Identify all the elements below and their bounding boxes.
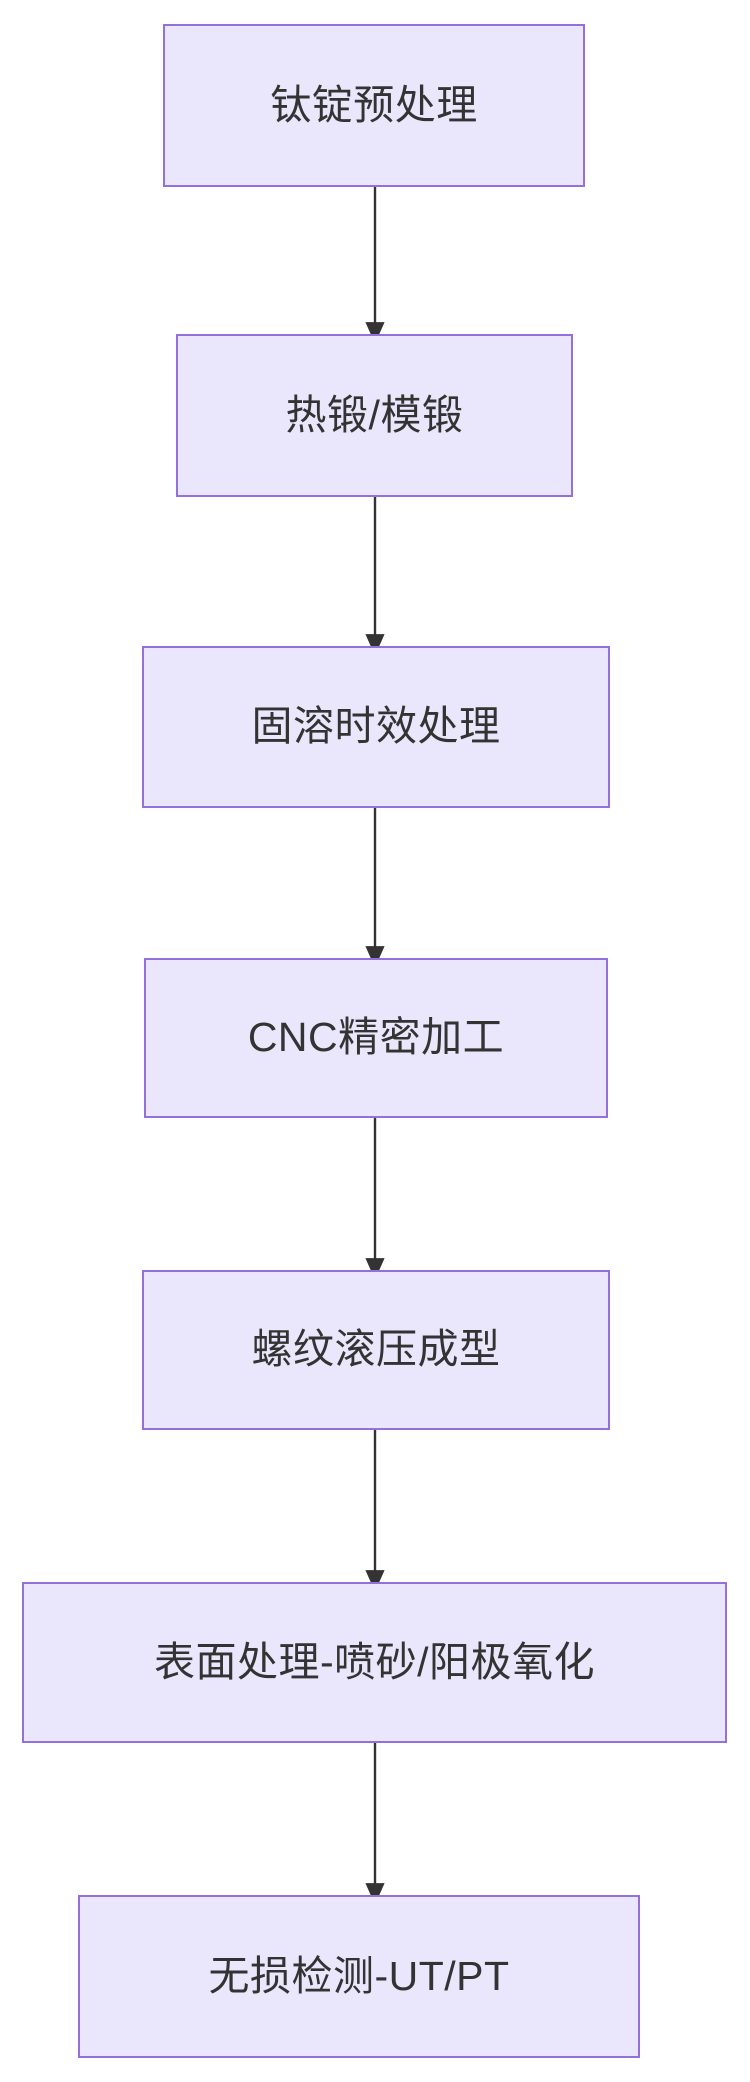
- flow-node-label: 表面处理-喷砂/阳极氧化: [153, 1638, 596, 1685]
- flow-node-label: 钛锭预处理: [270, 81, 478, 128]
- flow-node-label: CNC精密加工: [247, 1014, 505, 1061]
- flow-node-thread-rolling-forming[interactable]: 螺纹滚压成型: [142, 1270, 610, 1430]
- flow-node-solution-aging-treatment[interactable]: 固溶时效处理: [142, 646, 610, 808]
- flow-node-ndt-ut-pt[interactable]: 无损检测-UT/PT: [78, 1895, 640, 2058]
- flow-node-label: 热锻/模锻: [285, 391, 464, 438]
- flow-node-cnc-precision-machining[interactable]: CNC精密加工: [144, 958, 608, 1118]
- flow-node-titanium-ingot-pretreatment[interactable]: 钛锭预处理: [163, 24, 585, 187]
- flow-node-hot-forging-die-forging[interactable]: 热锻/模锻: [176, 334, 573, 497]
- flow-node-label: 固溶时效处理: [251, 703, 501, 750]
- flow-node-label: 螺纹滚压成型: [251, 1326, 501, 1373]
- flow-node-label: 无损检测-UT/PT: [208, 1952, 510, 1999]
- flow-node-surface-treatment-sandblasting-anodizing[interactable]: 表面处理-喷砂/阳极氧化: [22, 1582, 727, 1743]
